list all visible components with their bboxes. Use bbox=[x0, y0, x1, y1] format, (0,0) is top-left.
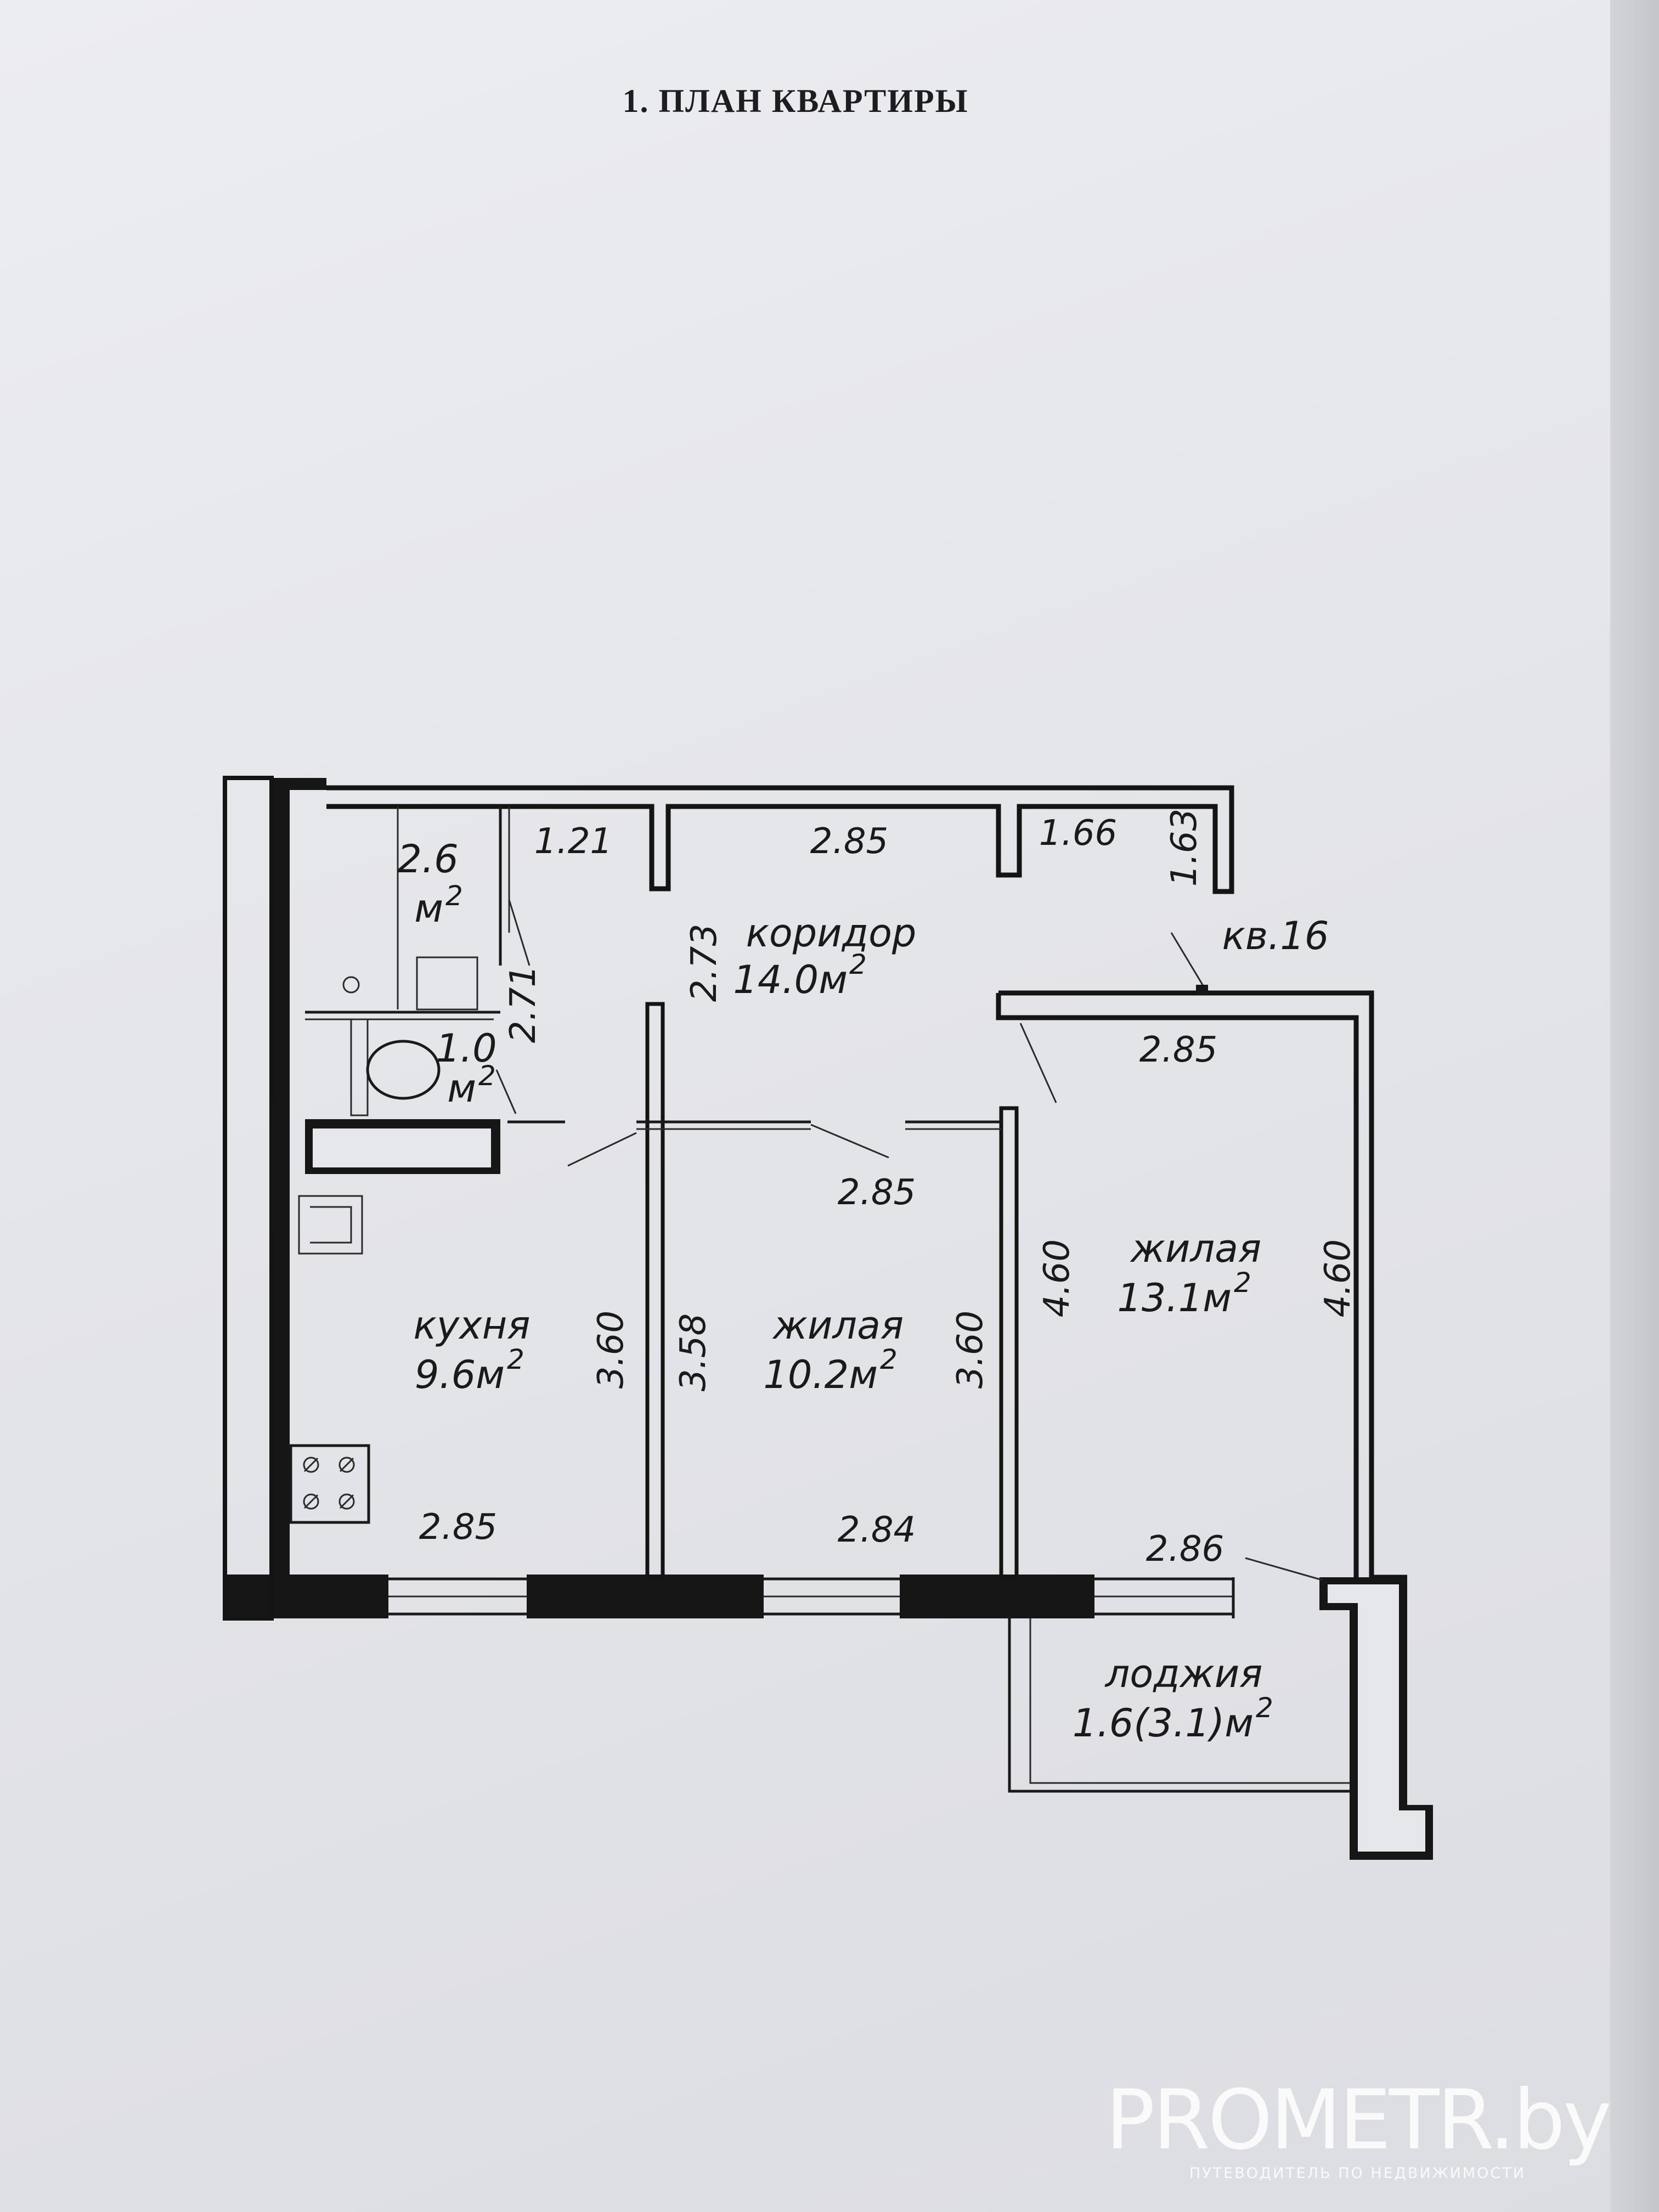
dim-middle-room-top: 2.85 bbox=[838, 1172, 916, 1213]
svg-text:2.6: 2.6 bbox=[397, 837, 458, 882]
svg-text:2: 2 bbox=[849, 949, 867, 980]
living-small-name: жилая bbox=[772, 1303, 904, 1348]
dim-bath-vertical: 2.71 bbox=[503, 965, 544, 1043]
toilet-icon bbox=[366, 1040, 441, 1100]
loggia-name: лоджия bbox=[1104, 1651, 1263, 1696]
bottom-left-wall bbox=[225, 1575, 388, 1618]
loggia-outline bbox=[1008, 1618, 1350, 1793]
svg-text:2: 2 bbox=[478, 1060, 496, 1092]
loggia-sup: 2 bbox=[1256, 1692, 1273, 1724]
svg-text:м: м bbox=[414, 886, 443, 931]
dim-top-2: 2.85 bbox=[810, 821, 889, 862]
watermark-tagline: ПУТЕВОДИТЕЛЬ ПО НЕДВИЖИМОСТИ bbox=[1189, 2165, 1526, 2182]
svg-text:м: м bbox=[447, 1066, 476, 1111]
sink-counter-icon bbox=[298, 1195, 363, 1255]
dim-big-room-bottom: 2.86 bbox=[1146, 1529, 1224, 1570]
svg-text:9.6м: 9.6м bbox=[415, 1352, 505, 1397]
sink-icon bbox=[342, 976, 360, 994]
storage-unit: м bbox=[414, 886, 443, 931]
dim-big-room-right: 4.60 bbox=[1318, 1239, 1358, 1318]
living-big-sup: 2 bbox=[1234, 1267, 1251, 1299]
dim-corridor-vertical: 2.73 bbox=[684, 924, 725, 1002]
svg-text:13.1м: 13.1м bbox=[1117, 1276, 1232, 1321]
storage-area: 2.6 bbox=[397, 837, 458, 882]
living-small-area: 10.2м bbox=[763, 1352, 878, 1397]
svg-text:2: 2 bbox=[507, 1344, 524, 1375]
svg-text:2: 2 bbox=[1234, 1267, 1251, 1299]
svg-text:2: 2 bbox=[1256, 1692, 1273, 1724]
svg-text:1.6(3.1)м: 1.6(3.1)м bbox=[1073, 1701, 1254, 1746]
wc-area: 1.0 bbox=[436, 1026, 496, 1071]
svg-text:10.2м: 10.2м bbox=[763, 1352, 878, 1397]
dim-kitchen-right: 3.60 bbox=[591, 1311, 631, 1389]
toilet-tank-icon bbox=[350, 1018, 369, 1116]
dim-big-room-left: 4.60 bbox=[1037, 1239, 1077, 1318]
page-edge bbox=[1610, 0, 1659, 2212]
dim-top-4: 1.63 bbox=[1164, 809, 1205, 887]
svg-text:1.0: 1.0 bbox=[436, 1026, 496, 1071]
dim-top-1: 1.21 bbox=[534, 821, 613, 862]
apartment-label: кв.16 bbox=[1222, 913, 1329, 958]
fixtures bbox=[289, 956, 478, 1524]
living-big-name: жилая bbox=[1130, 1226, 1261, 1271]
living-big-area: 13.1м bbox=[1117, 1276, 1232, 1321]
wc-unit: м bbox=[447, 1066, 476, 1111]
wc-sup: 2 bbox=[478, 1060, 496, 1092]
bathtub-icon bbox=[416, 956, 478, 1011]
svg-text:2: 2 bbox=[445, 880, 463, 912]
loggia-area: 1.6(3.1)м bbox=[1073, 1701, 1254, 1746]
svg-text:2: 2 bbox=[880, 1344, 898, 1375]
page-title: 1. ПЛАН КВАРТИРЫ bbox=[622, 83, 969, 119]
kitchen-sup: 2 bbox=[507, 1344, 524, 1375]
dimension-labels: 1.21 2.85 1.66 1.63 2.71 2.73 2.85 2.85 … bbox=[419, 809, 1358, 1570]
stove-icon bbox=[289, 1444, 370, 1524]
living-small-sup: 2 bbox=[880, 1344, 898, 1375]
dim-middle-right: 3.60 bbox=[950, 1311, 991, 1389]
room-labels: 2.6 м 2 1.0 м 2 коридор 14.0м 2 кухня 9.… bbox=[397, 837, 1329, 1746]
kitchen-name: кухня bbox=[413, 1303, 530, 1348]
dim-middle-bottom: 2.84 bbox=[838, 1510, 916, 1550]
interior-walls bbox=[305, 806, 1323, 1581]
dim-kitchen-bottom: 2.85 bbox=[419, 1507, 498, 1548]
storage-sup: 2 bbox=[445, 880, 463, 912]
corridor-sup: 2 bbox=[849, 949, 867, 980]
watermark-logo: PROMETR.by ПУТЕВОДИТЕЛЬ ПО НЕДВИЖИМОСТИ bbox=[1105, 2073, 1612, 2182]
corridor-name: коридор bbox=[746, 911, 917, 956]
dim-big-room-top: 2.85 bbox=[1139, 1030, 1218, 1070]
kitchen-area: 9.6м bbox=[415, 1352, 505, 1397]
dim-top-3: 1.66 bbox=[1039, 813, 1118, 854]
svg-text:14.0м: 14.0м bbox=[733, 957, 848, 1002]
watermark-brand: PROMETR.by bbox=[1105, 2073, 1612, 2168]
dim-middle-left: 3.58 bbox=[673, 1313, 714, 1392]
corridor-area: 14.0м bbox=[733, 957, 848, 1002]
outer-walls bbox=[223, 776, 1433, 1860]
